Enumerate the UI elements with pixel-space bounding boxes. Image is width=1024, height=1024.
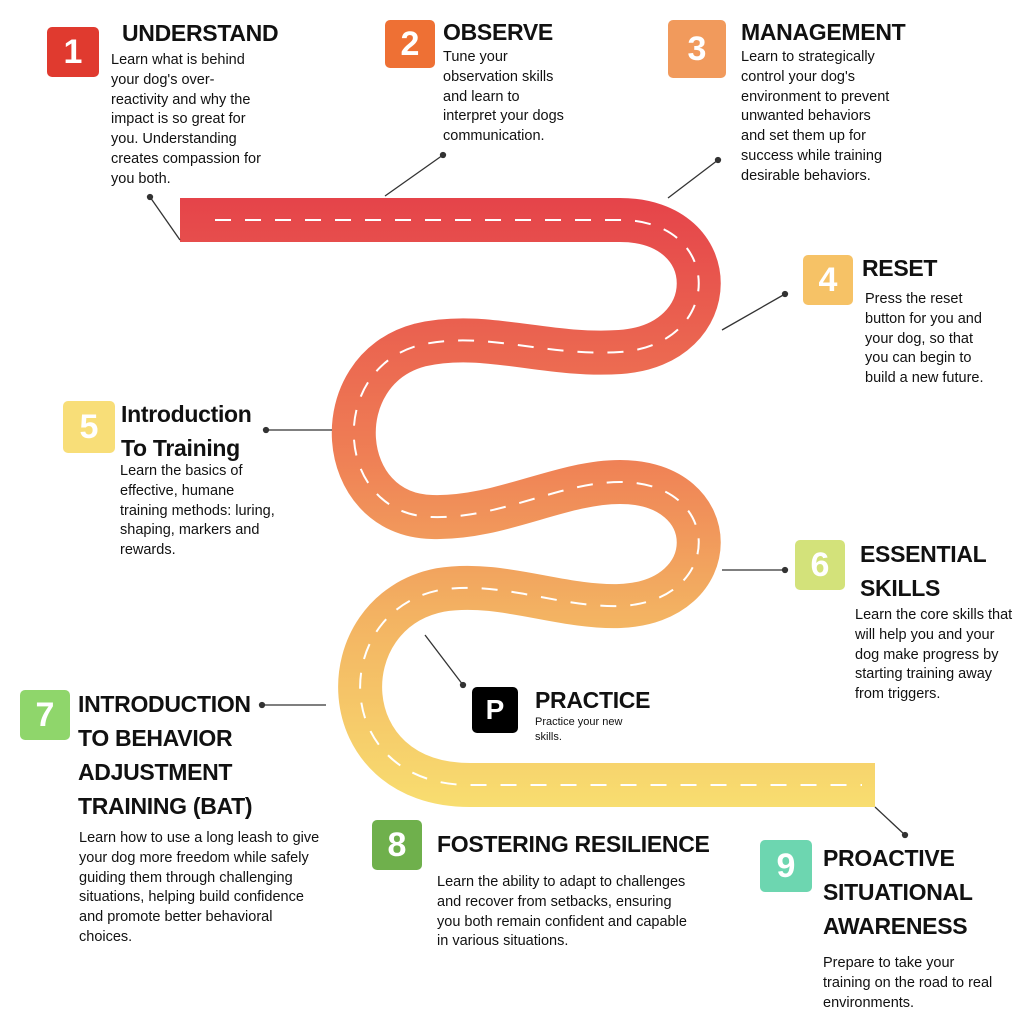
step-6-badge: 6: [795, 540, 845, 590]
road-center-dashes: [215, 219, 862, 786]
step-9-badge: 9: [760, 840, 812, 892]
step-1-title: UNDERSTAND: [122, 20, 279, 46]
step-7-title: INTRODUCTION TO BEHAVIOR ADJUSTMENT TRAI…: [78, 691, 253, 819]
step-5-badge: 5: [63, 401, 115, 453]
step-5-text: Learn the basics of effective, humane tr…: [120, 463, 275, 559]
step-6-text: Learn the core skills that will help you…: [855, 607, 1013, 703]
step-4-title: RESET: [862, 255, 938, 281]
connector-line: [721, 293, 786, 331]
step-1-text: Learn what is behind your dog's over-rea…: [111, 52, 261, 187]
step-3-text: Learn to strategically control your dog'…: [741, 49, 890, 184]
step-7-text: Learn how to use a long leash to give yo…: [79, 830, 320, 945]
connector-dot: [781, 290, 789, 298]
connector-dot: [901, 831, 909, 839]
step-2-title: OBSERVE: [443, 19, 553, 45]
connector-dot: [459, 681, 467, 689]
practice-text: Practice your new skills.: [535, 716, 623, 743]
road: [180, 198, 875, 807]
connector-dot: [146, 193, 154, 201]
step-9-title: PROACTIVE SITUATIONAL AWARENESS: [823, 845, 973, 939]
step-3-badge: 3: [668, 20, 726, 78]
connector-line: [874, 806, 906, 836]
connector-line: [149, 196, 181, 241]
connector-dot: [781, 566, 789, 574]
connector-dot: [439, 151, 447, 159]
connector-dot: [714, 156, 722, 164]
connector-line: [424, 634, 464, 686]
step-3-title: MANAGEMENT: [741, 19, 906, 45]
step-8-text: Learn the ability to adapt to challenges…: [437, 874, 687, 950]
step-7-badge: 7: [20, 690, 70, 740]
practice-title: PRACTICE: [535, 687, 651, 713]
step-2-badge: 2: [385, 20, 435, 68]
step-8-title: FOSTERING RESILIENCE: [437, 831, 710, 857]
step-4-badge: 4: [803, 255, 853, 305]
step-5-title: Introduction To Training: [121, 401, 252, 461]
practice-badge: P: [472, 687, 518, 733]
step-1-badge: 1: [47, 27, 99, 77]
step-4-text: Press the reset button for you and your …: [865, 291, 984, 387]
connector-dot: [262, 426, 270, 434]
connector-dot: [258, 701, 266, 709]
connector-line: [667, 159, 719, 199]
step-2-text: Tune your observation skills and learn t…: [443, 49, 564, 145]
step-6-title: ESSENTIAL SKILLS: [860, 541, 986, 601]
step-8-badge: 8: [372, 820, 422, 870]
connector-line: [384, 154, 444, 197]
step-9-text: Prepare to take your training on the roa…: [823, 955, 993, 1011]
